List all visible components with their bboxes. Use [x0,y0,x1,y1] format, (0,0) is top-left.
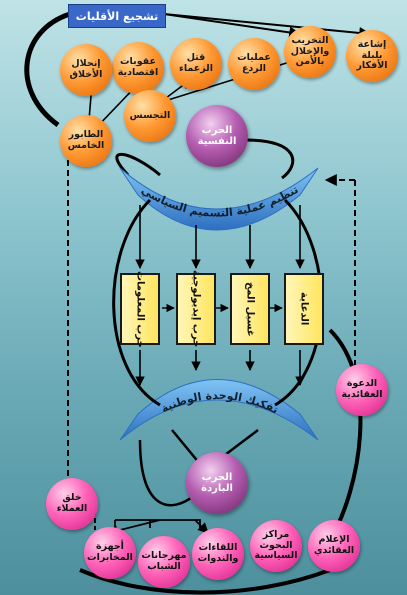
psychological-war-node: الحرب النفسية [186,105,248,167]
right-bottom-curve [328,328,363,542]
upper-arc [119,167,319,231]
link-top-right [163,13,372,39]
meetings-seminars-node: اللقاءات والندوات [192,528,244,580]
spread-doubt-node: إشاعة بلبلة الأفكار [346,30,398,82]
cold-war-node: الحرب الباردة [186,452,248,514]
bottom-curve [79,568,331,595]
lower-arc [119,379,319,441]
fifth-column-node: الطابور الخامس [60,115,112,167]
ideological-call-node: الدعوة العقائدية [336,364,388,416]
brainwashing-box: غسيل المخ [230,273,270,345]
research-centers-node: مراكز البحوث السياسية [250,520,302,572]
moral-breakdown-node: إنحلال الأخلاق [60,44,112,96]
ideological-media-node: الإعلام العقائدي [308,520,360,572]
kill-leaders-node: قتل الزعماء [170,38,222,90]
psych-to-arc-r [245,138,295,180]
outer-left-curve [24,11,71,128]
left-loop [112,198,161,407]
encourage-minorities-box: تشجيع الأقليات [68,4,166,28]
intelligence-agencies-node: أجهزة المخابرات [84,527,136,579]
sabotage-node: التخريب والإخلال بالأمن [284,26,336,78]
deterrence-node: عمليات الردع [228,38,280,90]
cold-war-lines2 [138,439,196,507]
ideology-war-box: حرب إيديولوجية [176,270,216,348]
youth-festivals-node: مهرجانات الشباب [138,536,190,588]
propaganda-box: الدعاية [284,273,324,345]
espionage-node: التجسس [124,90,176,142]
create-agents-node: خلق العملاء [46,478,98,530]
info-war-box: حرب المعلومات [120,271,160,347]
link-top-mid [163,13,302,39]
sanctions-node: عقوبات اقتصادية [112,42,164,94]
psych-to-arc [115,152,161,177]
